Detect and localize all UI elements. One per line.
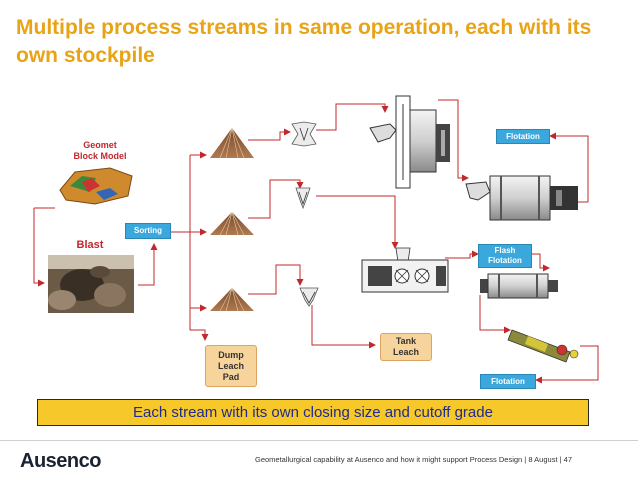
footer-text: Geometallurgical capability at Ausenco a… [255, 455, 572, 464]
arrow-crusher2-to-ballmill [316, 195, 399, 249]
ausenco-logo: Ausenco [20, 450, 101, 472]
dump-leach-line3: Pad [222, 371, 240, 382]
flash-flotation-cell [480, 273, 558, 299]
stockpile-2 [210, 211, 254, 236]
crusher-2 [295, 187, 311, 210]
arrow-pile2-to-crusher2 [248, 179, 304, 219]
flash-flotation-box: Flash Flotation [478, 244, 532, 268]
arrow-pile1-to-crusher1 [248, 128, 291, 141]
arrow-crusher1-to-mill [316, 103, 389, 131]
arrow-crusher3-to-tank-leach [311, 305, 376, 349]
regrind-mill [507, 329, 579, 363]
sorting-box: Sorting [125, 223, 171, 239]
geomet-label: Geomet Block Model [50, 140, 150, 162]
summary-banner: Each stream with its own closing size an… [37, 399, 589, 426]
tank-leach-box: Tank Leach [380, 333, 432, 361]
flotation-bottom-box: Flotation [480, 374, 536, 389]
arrow-flash-to-cell [530, 253, 550, 272]
arrow-to-dump-leach [189, 308, 209, 341]
arrow-pile3-to-crusher3 [248, 264, 304, 295]
footer-divider [0, 440, 638, 441]
ball-mill-large [465, 175, 578, 221]
arrow-geomet-to-blast [33, 208, 45, 287]
crusher-1 [291, 121, 317, 147]
ball-mill-small [361, 247, 449, 293]
flash-flotation-line1: Flash [494, 246, 516, 255]
stockpile-1 [210, 127, 254, 159]
geomet-label-line1: Geomet [83, 140, 117, 150]
flow-arrows [33, 99, 599, 384]
dump-leach-line2: Leach [217, 360, 244, 371]
arrow-to-flotation-top [549, 132, 589, 202]
geomet-label-line2: Block Model [73, 151, 127, 161]
tank-leach-line1: Tank [395, 336, 417, 346]
arrow-mill-to-flotation-mill [438, 99, 469, 182]
arrow-to-lower-cell [479, 295, 511, 334]
flotation-top-box: Flotation [496, 129, 550, 144]
stockpile-3 [210, 287, 254, 312]
geomet-block-model-image [55, 165, 135, 205]
arrow-ballmill-to-flash [445, 250, 479, 259]
blast-rock-image [48, 255, 134, 313]
dump-leach-line1: Dump [218, 349, 244, 360]
process-flow-diagram [33, 95, 599, 384]
arrow-to-flotation-bottom [535, 345, 599, 384]
dump-leach-pad-box: Dump Leach Pad [205, 345, 257, 387]
flash-flotation-line2: Flotation [488, 256, 522, 265]
blast-label: Blast [76, 239, 104, 251]
arrow-blast-to-sorting [138, 243, 158, 286]
page-title: Multiple process streams in same operati… [16, 16, 592, 67]
crusher-3 [299, 287, 319, 307]
tank-leach-line2: Leach [392, 347, 419, 357]
sag-mill [369, 95, 450, 189]
